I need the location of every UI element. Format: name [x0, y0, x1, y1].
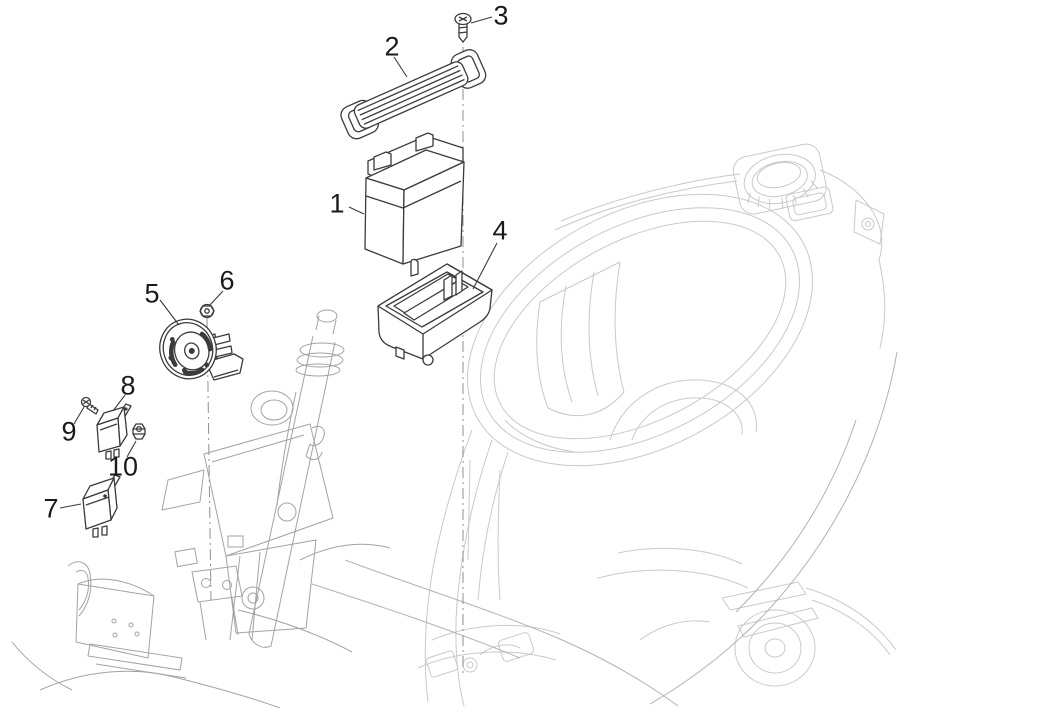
battery-strap-drawing [340, 49, 487, 140]
battery-drawing [364, 132, 465, 265]
relay-nut-drawing [132, 423, 146, 440]
battery-tray-drawing [377, 258, 493, 366]
callout-strap[interactable]: 2 [384, 31, 400, 62]
callout-relay-nut[interactable]: 10 [107, 451, 139, 482]
callout-relay-screw[interactable]: 9 [61, 416, 77, 447]
callout-horn-nut[interactable]: 6 [219, 265, 235, 296]
scooter-cowl-curves [311, 351, 898, 707]
callout-tray[interactable]: 4 [492, 215, 508, 246]
callout-relay[interactable]: 8 [120, 370, 136, 401]
scooter-body-outline [417, 143, 897, 707]
leader-lines [59, 16, 498, 509]
horn-drawing [159, 318, 244, 381]
relay-screw-drawing [80, 396, 99, 415]
callout-relay2[interactable]: 7 [43, 493, 59, 524]
callout-screw[interactable]: 3 [493, 0, 509, 31]
screw-drawing [454, 12, 472, 43]
callout-battery[interactable]: 1 [329, 188, 345, 219]
horn-nut-drawing [199, 303, 215, 319]
relay-drawing [96, 403, 132, 460]
callout-horn[interactable]: 5 [144, 278, 160, 309]
steering-column-outline [11, 309, 391, 708]
relay2-drawing [82, 474, 121, 538]
fuel-cap-outline [732, 143, 834, 222]
